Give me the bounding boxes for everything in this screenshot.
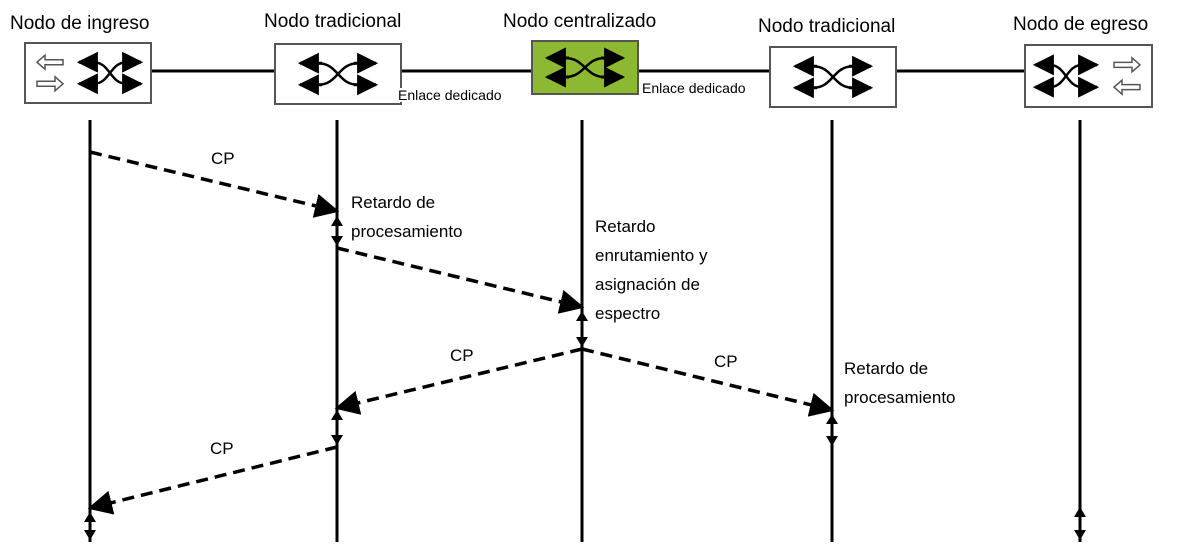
delay-label-2: Retardo enrutamiento y asignación de esp… [595,212,765,328]
node-title-traditional-1: Nodo tradicional [264,11,402,32]
delay-label-3: Retardo de procesamiento [844,354,1014,412]
egress-in-arrow-icon [1112,78,1141,96]
delay-label-2-line-4: espectro [595,304,661,323]
message-arrow-5 [87,445,338,515]
traditional-node-box-2 [769,46,897,108]
delay-marker-6 [1074,507,1086,540]
delay-label-1-line-2: procesamiento [351,222,463,241]
delay-marker-1 [331,216,343,246]
ingress-out-arrow-icon [36,75,65,93]
egress-out-arrow-icon [1113,56,1142,74]
egress-node-box-switch-icon [1032,54,1100,98]
message-label-2: CP [450,346,474,365]
message-arrow-1 [89,150,340,218]
ingress-node-box-switch-icon [76,51,144,95]
delay-marker-5 [84,512,96,540]
node-title-egress: Nodo de egreso [1013,14,1149,35]
delay-marker-2 [576,311,588,347]
link-label-1: Enlace dedicado [396,87,504,103]
delay-label-3-line-1: Retardo de [844,359,929,378]
traditional-node-box-1 [274,43,402,105]
delay-label-1: Retardo de procesamiento [351,188,521,246]
egress-node-box-frame [1024,44,1153,108]
delay-marker-4 [826,414,838,446]
centralized-node-box [531,40,639,95]
egress-node-box [1024,44,1153,108]
node-title-traditional-2: Nodo tradicional [758,16,896,37]
message-arrow-3 [334,347,583,415]
delay-label-3-line-2: procesamiento [844,388,956,407]
delay-label-2-line-1: Retardo [595,217,656,236]
message-label-3: CP [714,352,738,371]
message-arrow-4 [581,347,835,417]
message-label-4: CP [210,439,234,458]
link-label-2: Enlace dedicado [640,80,748,96]
ingress-node-box [24,42,152,104]
traditional-node-box-1-switch-icon [297,52,379,96]
ingress-node-box-frame [24,42,152,104]
delay-label-2-line-3: asignación de [595,275,700,294]
traditional-node-box-2-switch-icon [792,55,874,99]
ingress-in-arrow-icon [35,53,64,71]
delay-label-2-line-2: enrutamiento y [595,246,708,265]
message-arrow-2 [336,246,585,314]
node-title-ingress: Nodo de ingreso [10,13,150,34]
delay-marker-3 [331,410,343,445]
node-title-centralized: Nodo centralizado [503,11,657,32]
delay-label-1-line-1: Retardo de [351,193,436,212]
message-label-1: CP [211,149,235,168]
centralized-node-box-switch-icon [544,47,626,88]
